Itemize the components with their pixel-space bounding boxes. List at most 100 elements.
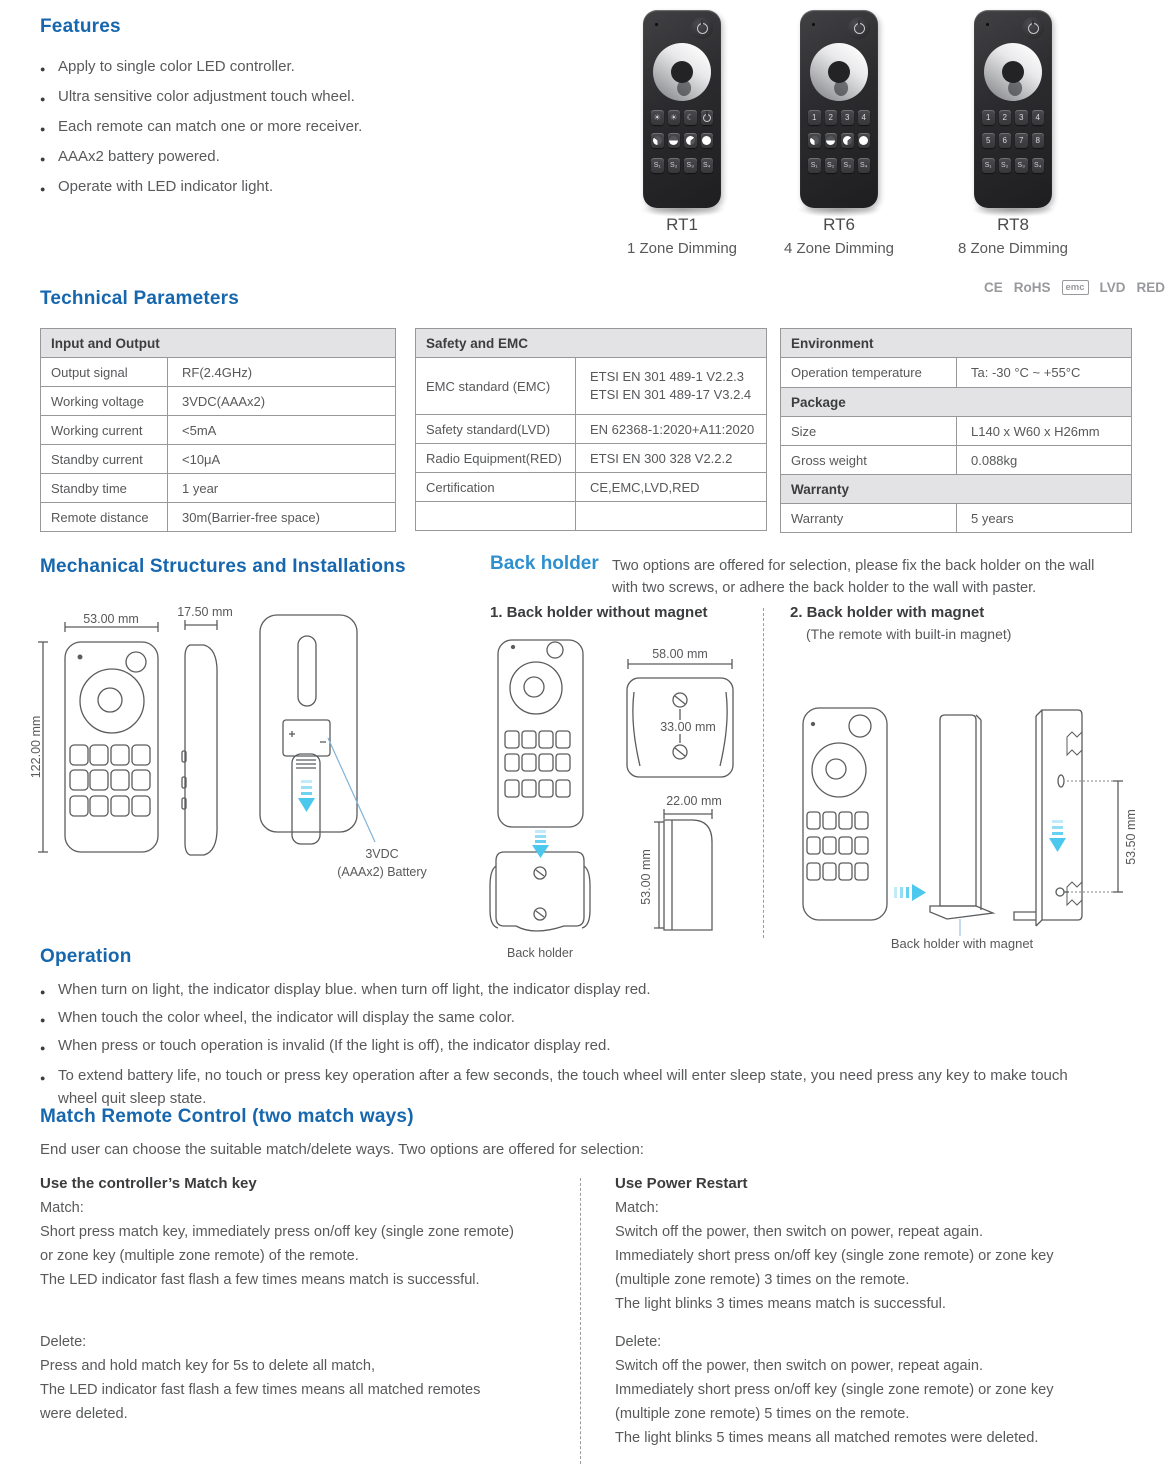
operation-item: To extend battery life, no touch or pres… — [40, 1064, 1090, 1110]
dim-75-icon — [842, 136, 852, 145]
rohs-mark-icon: RoHS — [1013, 280, 1051, 295]
dim-100-icon — [702, 136, 712, 145]
mechanical-title: Mechanical Structures and Installations — [40, 556, 406, 577]
certification-marks: CE RoHS emc LVD RED — [984, 280, 1165, 295]
back-holder-label: Back holder — [507, 946, 573, 960]
param-value: 1 year — [167, 473, 396, 503]
scene-key: S₂ — [998, 158, 1011, 173]
remote-rt6-image: 1 2 3 4 S₁ S₂ S₃ S₄ — [800, 10, 878, 208]
match-instruction: (multiple zone remote) 3 times on the re… — [615, 1272, 910, 1288]
zone-key-2: 2 — [998, 110, 1011, 125]
param-value: 5 years — [956, 503, 1132, 533]
features-list: Apply to single color LED controller. Ul… — [40, 57, 520, 207]
delete-instruction: were deleted. — [40, 1406, 128, 1422]
scene-key: S₁ — [982, 158, 995, 173]
table-row: Working current<5mA — [40, 415, 396, 445]
match-instruction: or zone key (multiple zone remote) of th… — [40, 1248, 359, 1264]
delete-label: Delete: — [40, 1334, 87, 1350]
match-left-delete: Delete: Press and hold match key for 5s … — [40, 1330, 480, 1426]
param-value: RF(2.4GHz) — [167, 357, 396, 387]
zone-key-8: 8 — [1031, 133, 1044, 148]
insert-arrow-icon — [532, 830, 549, 858]
dim-level-key — [667, 133, 680, 148]
back-holder-magnet-label: Back holder with magnet — [891, 936, 1034, 951]
feature-item: Ultra sensitive color adjustment touch w… — [40, 87, 520, 109]
param-label: Safety standard(LVD) — [415, 414, 576, 444]
feature-item: Each remote can match one or more receiv… — [40, 117, 520, 139]
param-value: EN 62368-1:2020+A11:2020 — [575, 414, 767, 444]
param-value — [575, 501, 767, 531]
match-instruction: Switch off the power, then switch on pow… — [615, 1224, 984, 1240]
param-value: CE,EMC,LVD,RED — [575, 472, 767, 502]
table-header: Environment — [780, 328, 1132, 358]
emc-standard-line2: ETSI EN 301 489-17 V3.2.4 — [590, 387, 752, 402]
dim-53-label: 53.00 mm — [639, 849, 653, 905]
feature-item: AAAx2 battery powered. — [40, 147, 520, 169]
match-divider-dashed — [580, 1178, 581, 1464]
scene-key: S₂ — [667, 158, 680, 173]
table-header: Input and Output — [40, 328, 396, 358]
param-label: Standby time — [40, 473, 168, 503]
table-header: Package — [780, 387, 1132, 417]
back-holder-description: Two options are offered for selection, p… — [612, 555, 1157, 599]
back-holder-desc-line1: Two options are offered for selection, p… — [612, 558, 1095, 574]
dim-50-icon — [669, 136, 679, 145]
param-value: ETSI EN 300 328 V2.2.2 — [575, 443, 767, 473]
param-value: Ta: -30 °C ~ +55°C — [956, 357, 1132, 388]
operation-title: Operation — [40, 946, 132, 967]
remote-key-row: ☀ ☀ ☾ — [651, 110, 713, 125]
param-value: <10μA — [167, 444, 396, 474]
dim-level-key — [684, 133, 697, 148]
back-holder-desc-line2: with two screws, or adhere the back hold… — [612, 580, 1037, 596]
zone-key-3: 3 — [841, 110, 854, 125]
scene-key: S₄ — [700, 158, 713, 173]
remote-rt8-image: 1 2 3 4 5 6 7 8 S₁ S₂ S₃ S₄ — [974, 10, 1052, 208]
scene-key: S₃ — [684, 158, 697, 173]
technical-title: Technical Parameters — [40, 288, 240, 309]
power-icon — [696, 22, 708, 34]
remote-model-label: RT6 — [823, 215, 855, 234]
back-holder-magnet-diagram: 53.50 mm Back holder with magnet — [802, 707, 1138, 951]
dim-level-key — [857, 133, 870, 148]
feature-item: Apply to single color LED controller. — [40, 57, 520, 79]
param-value: 30m(Barrier-free space) — [167, 502, 396, 532]
remote-key-row: S₁ S₂ S₃ S₄ — [808, 158, 870, 173]
operation-item: When press or touch operation is invalid… — [40, 1036, 1090, 1058]
back-holder-no-magnet-diagram: 58.00 mm 33.00 mm 22.00 mm 53.00 mm Back… — [489, 639, 734, 960]
remote-shadow — [639, 203, 725, 217]
match-right-column: Use Power Restart Match: Switch off the … — [615, 1172, 1054, 1316]
delete-instruction: (multiple zone remote) 5 times on the re… — [615, 1406, 910, 1422]
param-value: 3VDC(AAAx2) — [167, 386, 396, 416]
delete-instruction: The LED indicator fast flash a few times… — [40, 1382, 481, 1398]
dim-58-label: 58.00 mm — [652, 647, 708, 661]
zone-key-5: 5 — [982, 133, 995, 148]
remote-key-row: 1 2 3 4 — [808, 110, 870, 125]
lvd-mark-icon: LVD — [1099, 280, 1126, 295]
back-holder-option1-heading: 1. Back holder without magnet — [490, 604, 708, 621]
dim-22-label: 22.00 mm — [666, 794, 722, 808]
red-mark-icon: RED — [1136, 280, 1166, 295]
remote-shadow — [796, 203, 882, 217]
mechanical-diagram: 53.00 mm 17.50 mm 122.00 mm 3VDC (AAAx2)… — [30, 605, 428, 879]
delete-instruction: The light blinks 5 times means all match… — [615, 1430, 1039, 1446]
remote-key-row: 5 6 7 8 — [982, 133, 1044, 148]
dim-33-label: 33.00 mm — [660, 720, 716, 734]
zone-key-3: 3 — [1015, 110, 1028, 125]
dim-25-icon — [652, 136, 662, 145]
param-value: L140 x W60 x H26mm — [956, 416, 1132, 446]
power-icon — [853, 22, 865, 34]
delete-instruction: Switch off the power, then switch on pow… — [615, 1358, 984, 1374]
ce-mark-icon: CE — [984, 280, 1003, 295]
match-title: Match Remote Control (two match ways) — [40, 1106, 414, 1127]
dim-level-key — [824, 133, 837, 148]
operation-item: When touch the color wheel, the indicato… — [40, 1008, 1090, 1030]
scene-key: S₄ — [1031, 158, 1044, 173]
power-icon — [1027, 22, 1039, 34]
table-row: Standby current<10μA — [40, 444, 396, 474]
features-title: Features — [40, 16, 121, 37]
match-label: Match: — [40, 1200, 84, 1216]
dim-level-key — [808, 133, 821, 148]
scene-key: S₃ — [841, 158, 854, 173]
dim-100-icon — [859, 136, 869, 145]
